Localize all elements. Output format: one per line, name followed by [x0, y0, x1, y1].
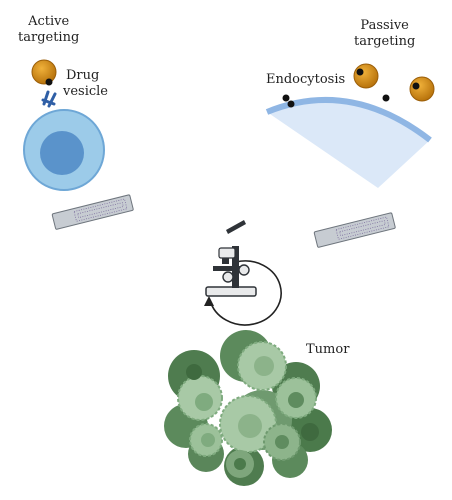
cancer-cell-icon	[23, 109, 105, 191]
tumor-icon	[164, 330, 332, 486]
tumor-label: Tumor	[306, 342, 350, 357]
cycle-arrow-icon	[204, 260, 282, 326]
drug-vesicle-icon	[31, 59, 57, 86]
drug-vesicle-icon	[353, 63, 379, 89]
microscope-icon	[205, 220, 257, 297]
passive-vesicles	[282, 63, 435, 108]
microscope-slide-icon	[313, 212, 396, 248]
active-targeting-label: Active targeting	[18, 14, 80, 45]
microscope-slide-icon	[51, 194, 134, 230]
endocytosis-zone	[265, 96, 432, 188]
endocytosis-label: Endocytosis	[266, 72, 346, 87]
drug-vesicle-label: Drug vesicle	[63, 68, 108, 99]
receptor-icon	[41, 90, 57, 108]
passive-targeting-label: Passive targeting	[354, 18, 416, 49]
drug-vesicle-icon	[409, 76, 435, 102]
